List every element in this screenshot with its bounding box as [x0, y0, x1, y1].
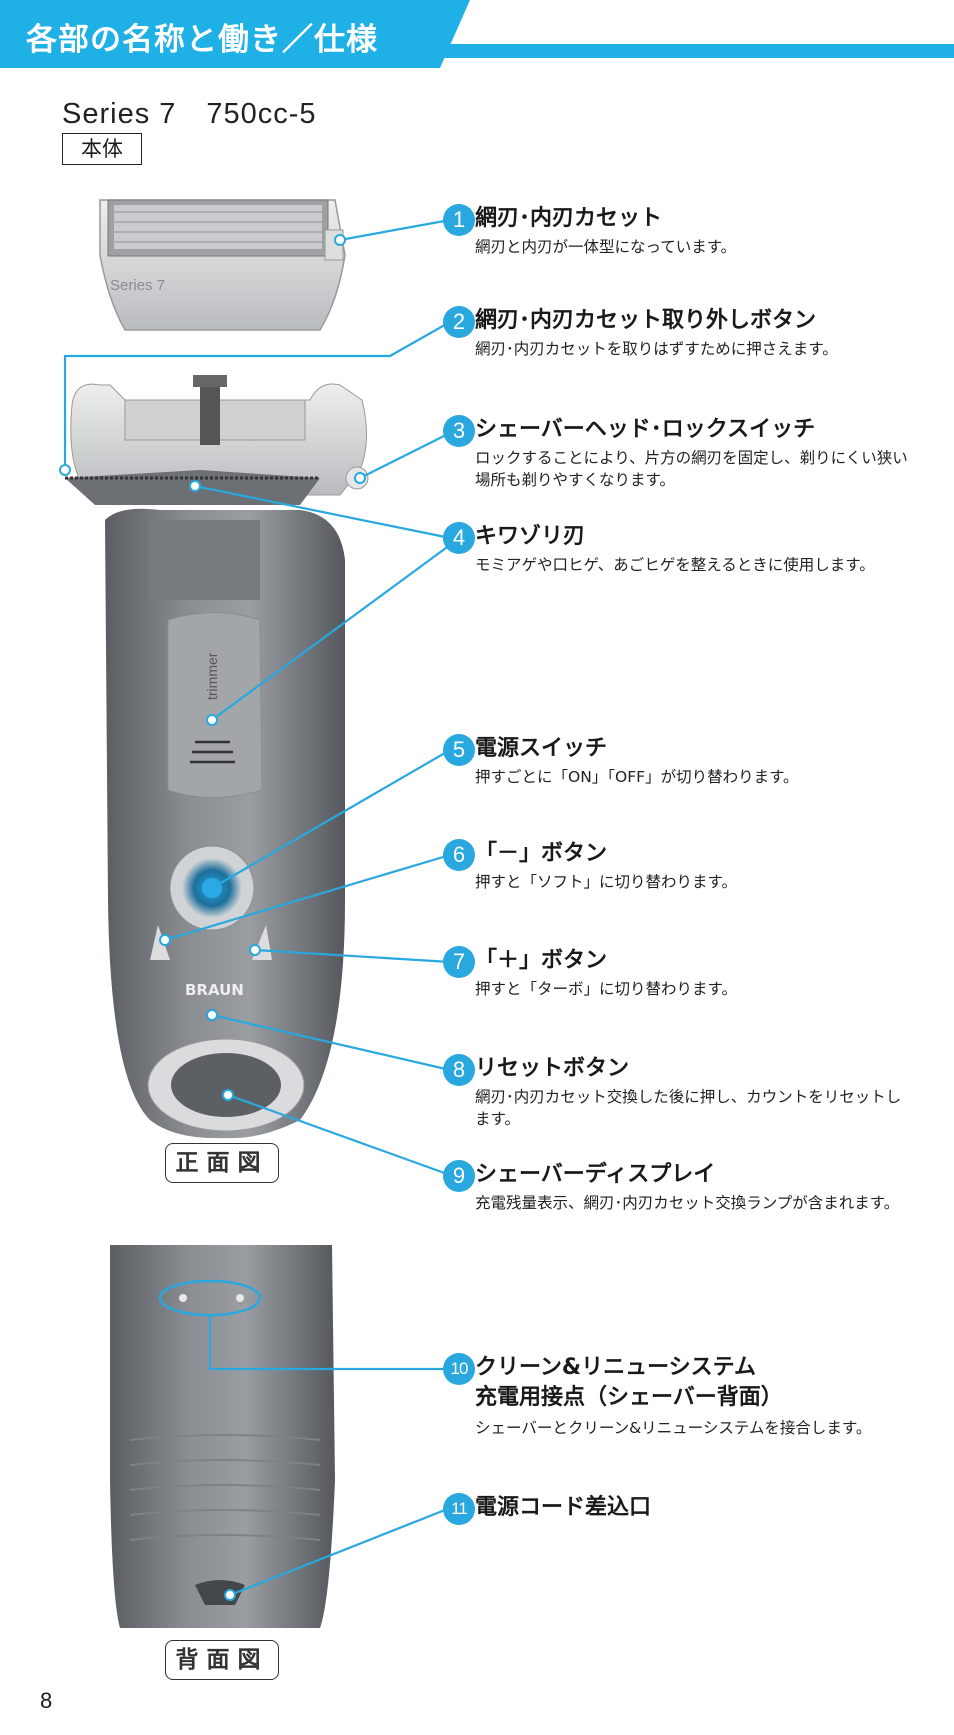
item-title-2: 充電用接点（シェーバー背面）	[475, 1385, 783, 1410]
item-number: 10	[443, 1353, 475, 1385]
model-name: Series 7 750cc-5	[62, 98, 317, 130]
item-title: シェーバーヘッド･ロックスイッチ	[475, 417, 816, 442]
item-title: 網刃･内刃カセット	[475, 206, 663, 231]
item-number: 5	[443, 734, 475, 766]
front-view-label: 正面図	[165, 1143, 279, 1183]
back-view-label: 背面図	[165, 1640, 279, 1680]
item-title: 「－」ボタン	[475, 841, 608, 866]
brand-logo: BRAUN	[185, 981, 244, 999]
item-title: 網刃･内刃カセット取り外しボタン	[475, 308, 817, 333]
item-number: 7	[443, 946, 475, 978]
item-number: 3	[443, 415, 475, 447]
item-desc: モミアゲや口ヒゲ、あごヒゲを整えるときに使用します。	[475, 556, 875, 574]
item-desc: 充電残量表示、網刃･内刃カセット交換ランプが含まれます。	[475, 1194, 900, 1212]
item-title: 電源コード差込口	[475, 1495, 652, 1520]
item-number: 4	[443, 522, 475, 554]
page-number: 8	[40, 1688, 53, 1713]
item-desc: 押すと「ターボ」に切り替わります。	[475, 980, 737, 998]
item-desc: 押すと「ソフト」に切り替わります。	[475, 873, 737, 891]
item-desc: ロックすることにより、片方の網刃を固定し、剃りにくい狭い場所も剃りやすくなります…	[475, 449, 908, 489]
trimmer-label: trimmer	[204, 652, 220, 700]
item-desc: 押すごとに「ON」「OFF」が切り替わります。	[475, 768, 799, 786]
header-band: 各部の名称と働き／仕様	[0, 0, 954, 68]
header-shape	[0, 0, 954, 68]
leader-dots	[59, 234, 366, 1601]
section-label: 本体	[62, 133, 142, 165]
item-number: 2	[443, 306, 475, 338]
page-title: 各部の名称と働き／仕様	[26, 22, 378, 58]
item-number: 8	[443, 1054, 475, 1086]
item-desc: 網刃･内刃カセット交換した後に押し、カウントをリセットします。	[475, 1088, 902, 1128]
item-title: キワゾリ刃	[475, 524, 586, 549]
item-number: 11	[443, 1493, 475, 1525]
item-title: リセットボタン	[475, 1056, 630, 1081]
item-title: クリーン&リニューシステム	[475, 1355, 756, 1380]
leader-lines	[63, 218, 451, 1597]
shaver-back-body	[110, 1245, 335, 1628]
item-title: 電源スイッチ	[475, 736, 608, 761]
item-number: 1	[443, 204, 475, 236]
item-desc: 網刃･内刃カセットを取りはずすために押さえます。	[475, 340, 838, 358]
item-title: 「＋」ボタン	[475, 948, 608, 973]
shaver-head-image	[65, 375, 369, 505]
shaver-front-body: trimmer BRAUN	[105, 508, 345, 1139]
cassette-image: Series 7	[99, 199, 346, 331]
item-title: シェーバーディスプレイ	[475, 1162, 716, 1187]
cassette-label: Series 7	[110, 277, 165, 294]
item-desc: 網刃と内刃が一体型になっています。	[475, 238, 737, 256]
item-number: 9	[443, 1160, 475, 1192]
item-number: 6	[443, 839, 475, 871]
item-desc: シェーバーとクリーン&リニューシステムを接合します。	[475, 1419, 872, 1437]
